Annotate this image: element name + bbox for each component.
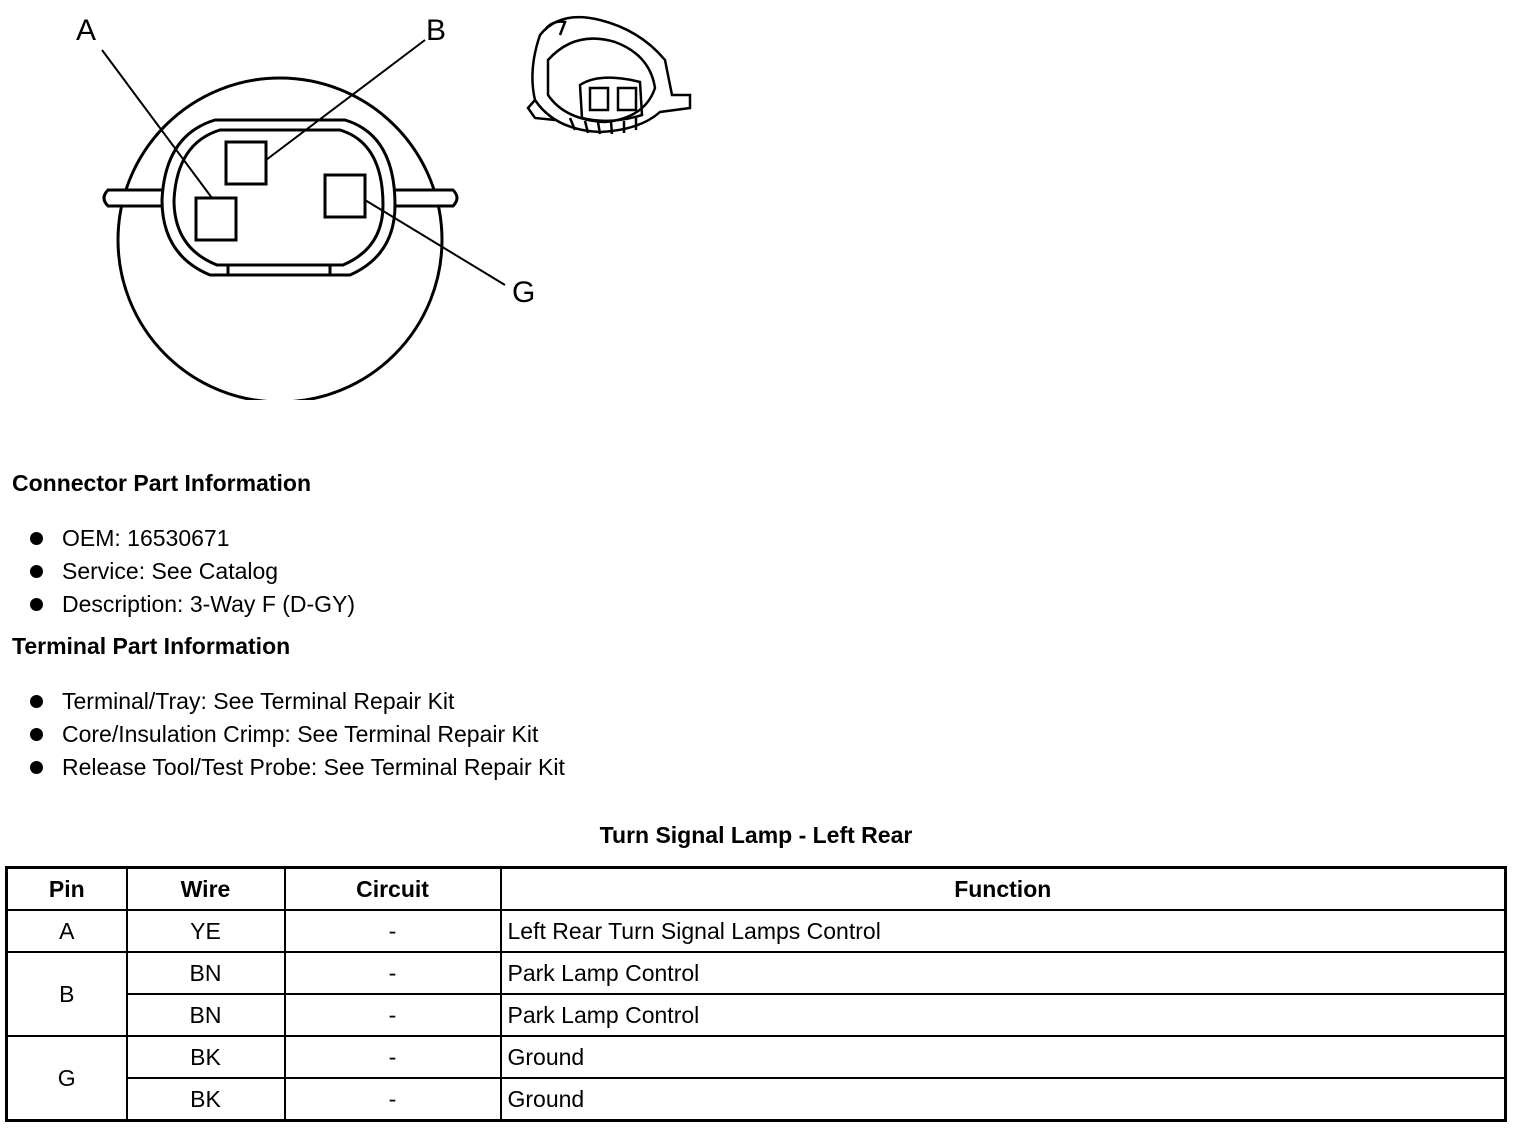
- leader-g: [364, 199, 506, 286]
- terminal-b: [224, 140, 268, 186]
- cell-function: Left Rear Turn Signal Lamps Control: [499, 909, 1507, 953]
- bullet-icon: [30, 761, 43, 774]
- cell-wire: BK: [125, 1077, 286, 1122]
- cell-function: Ground: [499, 1035, 1507, 1079]
- header-pin: Pin: [5, 866, 128, 911]
- cell-circuit: -: [283, 951, 502, 995]
- connector-info-title: Connector Part Information: [12, 470, 312, 496]
- table-caption: Turn Signal Lamp - Left Rear: [599, 822, 913, 848]
- pinout-table: Pin Wire Circuit Function A YE - Left Re…: [5, 866, 1507, 1122]
- table-header-row: Pin Wire Circuit Function: [5, 866, 1507, 911]
- bullet-icon: [30, 565, 43, 578]
- connector-thumbnail-icon: [526, 15, 692, 135]
- bullet-icon: [30, 728, 43, 741]
- keyway: [226, 263, 332, 275]
- pin-label-g: G: [512, 276, 535, 309]
- cell-pin: A: [5, 909, 128, 953]
- table-row: G BK - Ground: [5, 1035, 1507, 1122]
- terminal-info-list: Terminal/Tray: See Terminal Repair Kit C…: [30, 685, 565, 784]
- cell-pin: B: [5, 951, 128, 1037]
- cell-function: Park Lamp Control: [499, 951, 1507, 995]
- leader-b: [265, 39, 426, 161]
- cavity-outer: [160, 118, 397, 277]
- pin-label-b: B: [426, 14, 446, 47]
- cell-function: Park Lamp Control: [499, 993, 1507, 1037]
- table-row: BK - Ground: [7, 1077, 1507, 1122]
- table-row: A YE - Left Rear Turn Signal Lamps Contr…: [5, 909, 1507, 953]
- cell-wire: BK: [125, 1035, 286, 1079]
- list-item: Description: 3-Way F (D-GY): [30, 588, 355, 621]
- cell-wire: BN: [125, 951, 286, 995]
- cell-circuit: -: [283, 1035, 502, 1079]
- cell-wire: BN: [125, 993, 286, 1037]
- connector-diagram: A B G: [76, 14, 692, 400]
- list-item: OEM: 16530671: [30, 522, 355, 555]
- header-function: Function: [499, 866, 1507, 911]
- list-item: Service: See Catalog: [30, 555, 355, 588]
- pin-label-a: A: [76, 14, 96, 47]
- left-tab: [102, 188, 168, 208]
- list-item: Release Tool/Test Probe: See Terminal Re…: [30, 751, 565, 784]
- cell-circuit: -: [283, 1077, 502, 1122]
- cell-function: Ground: [499, 1077, 1507, 1122]
- header-circuit: Circuit: [283, 866, 502, 911]
- cavity-inner: [172, 128, 385, 267]
- terminal-g: [323, 173, 367, 219]
- terminal-info-title: Terminal Part Information: [12, 633, 291, 659]
- list-item: Core/Insulation Crimp: See Terminal Repa…: [30, 718, 565, 751]
- cell-pin: G: [5, 1035, 128, 1122]
- connector-info-list: OEM: 16530671 Service: See Catalog Descr…: [30, 522, 355, 621]
- bullet-icon: [30, 598, 43, 611]
- bullet-icon: [30, 695, 43, 708]
- cell-circuit: -: [283, 909, 502, 953]
- table-row: B BN - Park Lamp Control: [5, 951, 1507, 1037]
- right-tab: [392, 188, 459, 208]
- bullet-icon: [30, 532, 43, 545]
- terminal-a: [194, 196, 238, 242]
- header-wire: Wire: [125, 866, 286, 911]
- list-item: Terminal/Tray: See Terminal Repair Kit: [30, 685, 565, 718]
- table-row: BN - Park Lamp Control: [7, 993, 1507, 1037]
- leader-a: [101, 49, 213, 199]
- cell-circuit: -: [283, 993, 502, 1037]
- cell-wire: YE: [125, 909, 286, 953]
